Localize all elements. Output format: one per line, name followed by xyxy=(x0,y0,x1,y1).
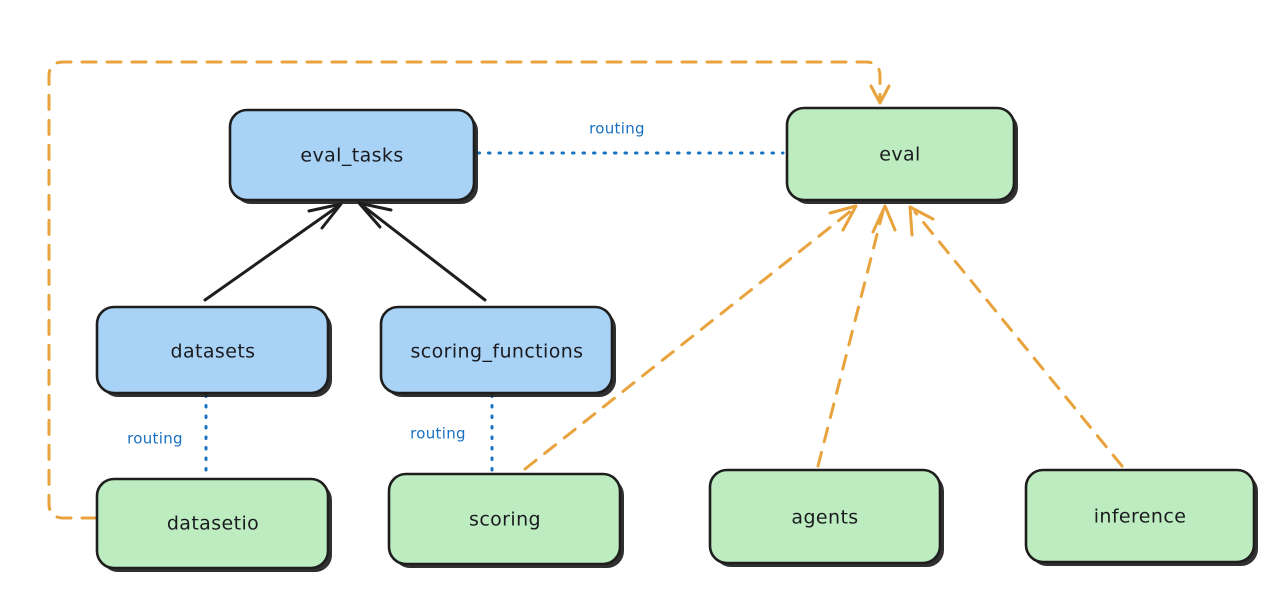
node-datasetio-shape[interactable] xyxy=(95,477,330,570)
node-eval-tasks[interactable]: eval_tasks xyxy=(228,108,478,204)
node-scoring-functions-label: scoring_functions xyxy=(411,341,584,363)
node-agents[interactable]: agents xyxy=(708,468,944,567)
edge-label-routing-scoring-functions-scoring: routing xyxy=(410,425,466,443)
node-eval[interactable]: eval xyxy=(785,106,1018,204)
node-datasetio-label: datasetio xyxy=(167,513,259,535)
edge-label-routing-datasets-datasetio: routing xyxy=(127,430,183,448)
node-scoring-functions[interactable]: scoring_functions xyxy=(379,305,616,397)
edge-scoring-eval xyxy=(523,204,858,471)
edge-agents-eval xyxy=(816,204,897,468)
node-inference-label: inference xyxy=(1094,506,1187,528)
node-datasets-label: datasets xyxy=(171,341,256,363)
node-datasetio[interactable]: datasetio xyxy=(95,477,332,572)
node-agents-shape[interactable] xyxy=(708,468,942,565)
edge-inference-eval xyxy=(908,205,1124,468)
node-scoring-shape[interactable] xyxy=(387,472,622,566)
node-eval-tasks-label: eval_tasks xyxy=(300,145,403,167)
node-scoring[interactable]: scoring xyxy=(387,472,624,568)
node-inference-shape[interactable] xyxy=(1024,468,1256,564)
node-agents-label: agents xyxy=(791,507,858,529)
node-inference[interactable]: inference xyxy=(1024,468,1258,566)
node-scoring-label: scoring xyxy=(469,509,541,531)
node-scoring-functions-shape[interactable] xyxy=(379,305,614,395)
node-eval-shape[interactable] xyxy=(785,106,1016,202)
node-eval-tasks-shape[interactable] xyxy=(228,108,476,202)
node-datasets-shape[interactable] xyxy=(95,305,330,395)
edge-label-routing-eval-tasks-eval: routing xyxy=(589,120,645,138)
edge-datasetio-eval xyxy=(47,60,891,520)
node-datasets[interactable]: datasets xyxy=(95,305,332,397)
node-eval-label: eval xyxy=(879,144,920,166)
